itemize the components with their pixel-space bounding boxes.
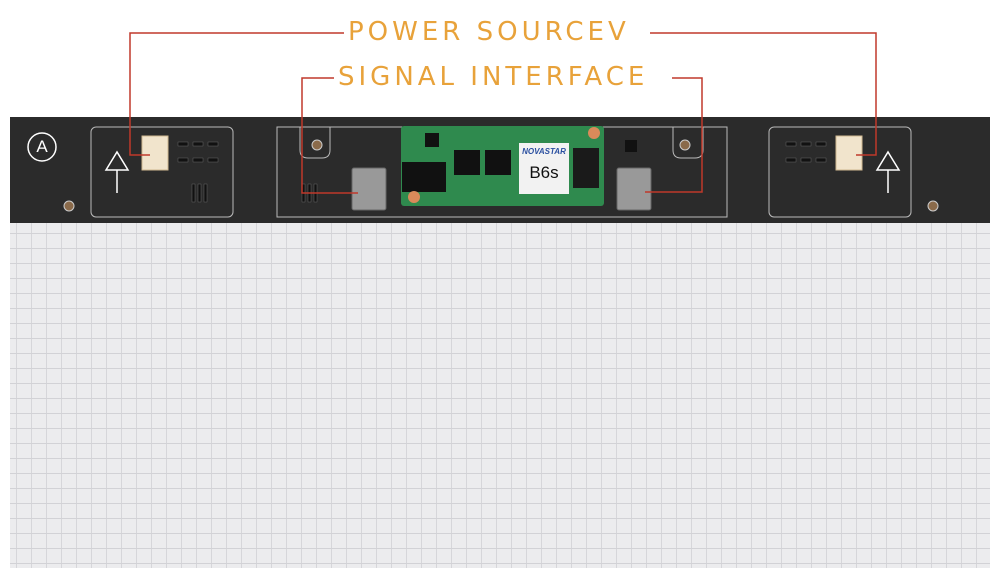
button-icon: [625, 140, 637, 152]
marker-circle-icon: [27, 132, 57, 162]
arrow-up-icon: [875, 150, 901, 193]
mount-hole-icon: [408, 191, 420, 203]
card-label: [519, 143, 569, 194]
led-pixel-grid: [10, 223, 990, 568]
card-model: B6s: [529, 163, 559, 182]
chip: [573, 148, 599, 188]
card-brand: NOVASTAR: [522, 147, 566, 156]
signal-connector-right: [616, 167, 652, 211]
marker-label: A: [36, 137, 48, 156]
power-connector-right: [835, 135, 863, 171]
arrow-up-icon: [104, 150, 130, 193]
screw-icon: [63, 200, 75, 212]
leader-lines: [129, 32, 877, 194]
power-source-label: POWER SOURCEV: [344, 17, 634, 47]
chip: [454, 150, 480, 175]
chip: [402, 162, 446, 192]
screw-icon: [927, 200, 939, 212]
chip: [485, 150, 511, 175]
signal-connector-left: [351, 167, 387, 211]
signal-interface-label: SIGNAL INTERFACE: [334, 62, 653, 92]
screw-icon: [679, 139, 691, 151]
chip: [425, 133, 439, 147]
power-connector-left: [141, 135, 169, 171]
screw-icon: [311, 139, 323, 151]
mount-hole-icon: [588, 127, 600, 139]
right-power-outline: [768, 126, 912, 218]
left-power-outline: [90, 126, 234, 218]
